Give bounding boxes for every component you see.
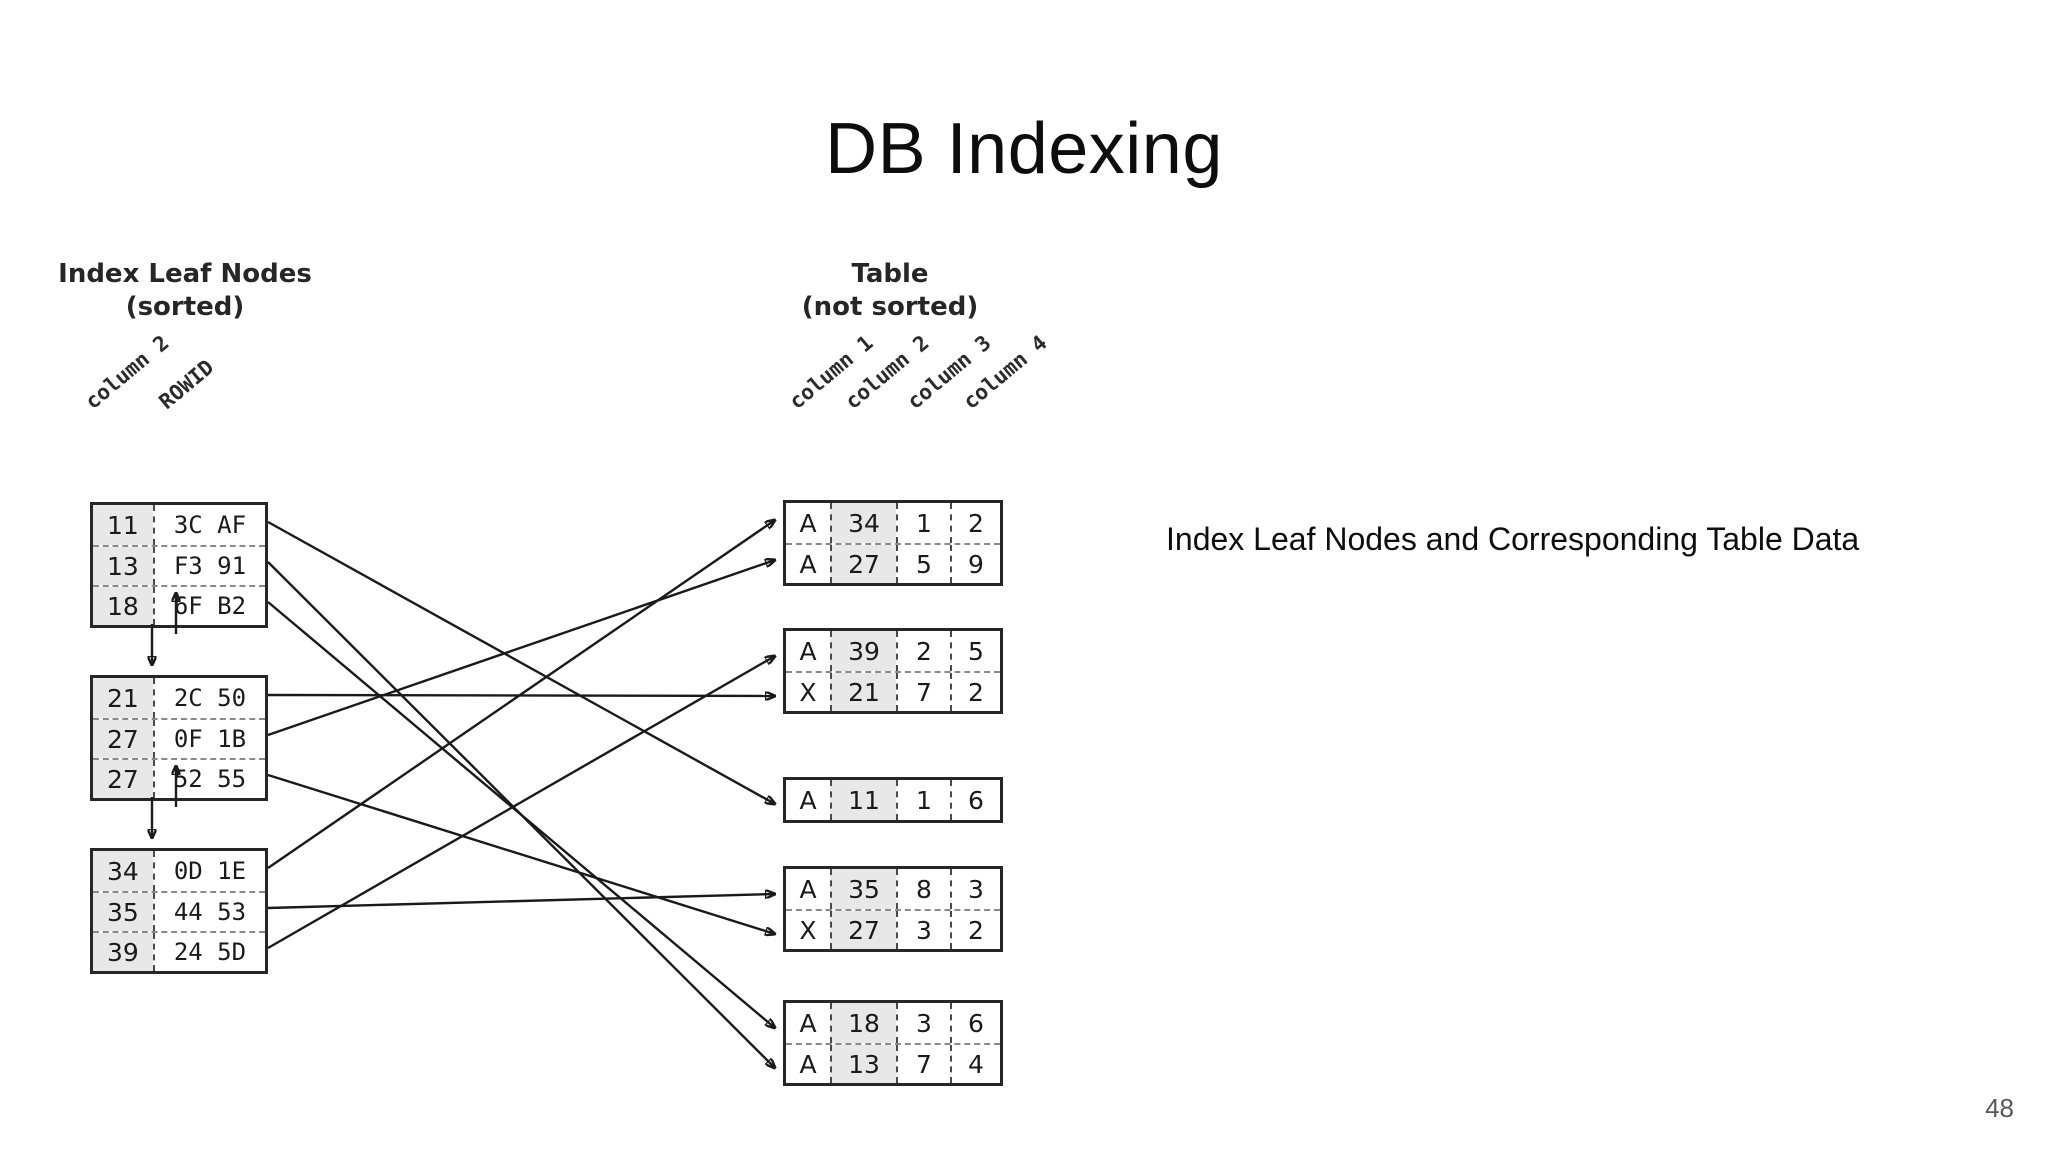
table-cell-column3: 5 bbox=[896, 545, 950, 583]
link-13 bbox=[267, 561, 775, 1068]
index-entry-row[interactable]: 34 0D 1E bbox=[93, 851, 265, 891]
table-cell-column3: 2 bbox=[896, 631, 950, 671]
slide-number: 48 bbox=[1985, 1093, 2014, 1123]
index-rowid-cell: 2C 50 bbox=[152, 678, 265, 718]
table-cell-column2: 27 bbox=[830, 545, 896, 583]
table-cell-column2: 18 bbox=[830, 1003, 896, 1043]
table-row[interactable]: A 13 7 4 bbox=[786, 1043, 1000, 1083]
index-entry-row[interactable]: 13 F3 91 bbox=[93, 545, 265, 585]
table-cell-column4: 5 bbox=[950, 631, 1000, 671]
table-cell-column4: 9 bbox=[950, 545, 1000, 583]
index-rowid-cell: 3C AF bbox=[152, 505, 265, 545]
table-row[interactable]: A 39 2 5 bbox=[786, 631, 1000, 671]
link-34 bbox=[267, 520, 775, 869]
link-27a bbox=[267, 560, 775, 737]
table-row[interactable]: A 11 1 6 bbox=[786, 780, 1000, 820]
table-cell-column3: 3 bbox=[896, 1003, 950, 1043]
index-rowid-cell: 0F 1B bbox=[152, 720, 265, 758]
table-row[interactable]: X 21 7 2 bbox=[786, 671, 1000, 711]
table-cell-column2: 39 bbox=[830, 631, 896, 671]
index-diagram: Index Leaf Nodes (sorted) Table (not sor… bbox=[0, 250, 1120, 1150]
table-cell-column2: 13 bbox=[830, 1045, 896, 1083]
link-18 bbox=[267, 601, 775, 1028]
table-block[interactable]: A 11 1 6 bbox=[783, 777, 1003, 823]
link-39 bbox=[267, 656, 775, 950]
table-cell-column1: A bbox=[799, 549, 817, 579]
index-key-cell: 27 bbox=[93, 760, 153, 798]
table-row[interactable]: A 18 3 6 bbox=[786, 1003, 1000, 1043]
table-block[interactable]: A 34 1 2 A 27 5 9 bbox=[783, 500, 1003, 586]
index-key-cell: 18 bbox=[93, 587, 153, 625]
table-cell-column4: 4 bbox=[950, 1045, 1000, 1083]
table-row[interactable]: A 27 5 9 bbox=[786, 543, 1000, 583]
table-cell-column1: A bbox=[799, 508, 817, 538]
index-entry-row[interactable]: 35 44 53 bbox=[93, 891, 265, 931]
index-section-heading: Index Leaf Nodes (sorted) bbox=[58, 259, 312, 322]
table-cell-column1: X bbox=[799, 677, 817, 707]
index-leaf-node[interactable]: 11 3C AF 13 F3 91 18 6F B2 bbox=[90, 502, 268, 628]
index-key-cell: 27 bbox=[93, 720, 153, 758]
index-key-cell: 35 bbox=[93, 893, 153, 931]
index-key-cell: 39 bbox=[93, 933, 153, 971]
table-cell-column3: 1 bbox=[896, 780, 950, 820]
table-cell-column4: 2 bbox=[950, 911, 1000, 949]
table-cell-column4: 2 bbox=[950, 503, 1000, 543]
table-cell-column4: 6 bbox=[950, 1003, 1000, 1043]
table-row[interactable]: X 27 3 2 bbox=[786, 909, 1000, 949]
page-title: DB Indexing bbox=[825, 109, 1223, 189]
index-rowid-cell: 0D 1E bbox=[152, 851, 265, 891]
table-cell-column3: 3 bbox=[896, 911, 950, 949]
table-cell-column1: A bbox=[799, 1008, 817, 1038]
index-rowid-cell: 24 5D bbox=[152, 933, 265, 971]
table-cell-column4: 6 bbox=[950, 780, 1000, 820]
table-cell-column4: 3 bbox=[950, 869, 1000, 909]
link-21 bbox=[267, 695, 775, 696]
link-27b bbox=[267, 773, 775, 934]
index-key-cell: 13 bbox=[93, 547, 153, 585]
index-entry-row[interactable]: 27 52 55 bbox=[93, 758, 265, 798]
table-cell-column1: A bbox=[799, 636, 817, 666]
table-cell-column2: 21 bbox=[830, 673, 896, 711]
table-cell-column2: 35 bbox=[830, 869, 896, 909]
link-11 bbox=[267, 520, 775, 804]
table-cell-column2: 11 bbox=[830, 780, 896, 820]
index-key-cell: 11 bbox=[93, 505, 153, 545]
table-block[interactable]: A 39 2 5 X 21 7 2 bbox=[783, 628, 1003, 714]
index-entry-row[interactable]: 18 6F B2 bbox=[93, 585, 265, 625]
table-cell-column2: 34 bbox=[830, 503, 896, 543]
table-row[interactable]: A 35 8 3 bbox=[786, 869, 1000, 909]
link-35 bbox=[267, 894, 775, 910]
index-key-cell: 34 bbox=[93, 851, 153, 891]
table-cell-column3: 8 bbox=[896, 869, 950, 909]
table-cell-column1: X bbox=[799, 915, 817, 945]
table-section-heading: Table (not sorted) bbox=[801, 259, 979, 322]
table-cell-column1: A bbox=[799, 1049, 817, 1079]
table-cell-column1: A bbox=[799, 874, 817, 904]
figure-caption: Index Leaf Nodes and Corresponding Table… bbox=[1166, 521, 1860, 557]
index-col-label-rowid: ROWID bbox=[154, 354, 219, 414]
index-entry-row[interactable]: 27 0F 1B bbox=[93, 718, 265, 758]
index-leaf-node[interactable]: 34 0D 1E 35 44 53 39 24 5D bbox=[90, 848, 268, 974]
table-cell-column3: 1 bbox=[896, 503, 950, 543]
index-rowid-cell: 44 53 bbox=[152, 893, 265, 931]
index-entry-row[interactable]: 39 24 5D bbox=[93, 931, 265, 971]
index-rowid-cell: 6F B2 bbox=[152, 587, 265, 625]
table-cell-column4: 2 bbox=[950, 673, 1000, 711]
table-cell-column3: 7 bbox=[896, 1045, 950, 1083]
index-entry-row[interactable]: 21 2C 50 bbox=[93, 678, 265, 718]
table-row[interactable]: A 34 1 2 bbox=[786, 503, 1000, 543]
table-block[interactable]: A 18 3 6 A 13 7 4 bbox=[783, 1000, 1003, 1086]
index-rowid-cell: 52 55 bbox=[152, 760, 265, 798]
index-leaf-node[interactable]: 21 2C 50 27 0F 1B 27 52 55 bbox=[90, 675, 268, 801]
table-cell-column2: 27 bbox=[830, 911, 896, 949]
table-cell-column1: A bbox=[799, 785, 817, 815]
table-block[interactable]: A 35 8 3 X 27 3 2 bbox=[783, 866, 1003, 952]
index-rowid-cell: F3 91 bbox=[152, 547, 265, 585]
index-entry-row[interactable]: 11 3C AF bbox=[93, 505, 265, 545]
table-cell-column3: 7 bbox=[896, 673, 950, 711]
index-key-cell: 21 bbox=[93, 678, 153, 718]
